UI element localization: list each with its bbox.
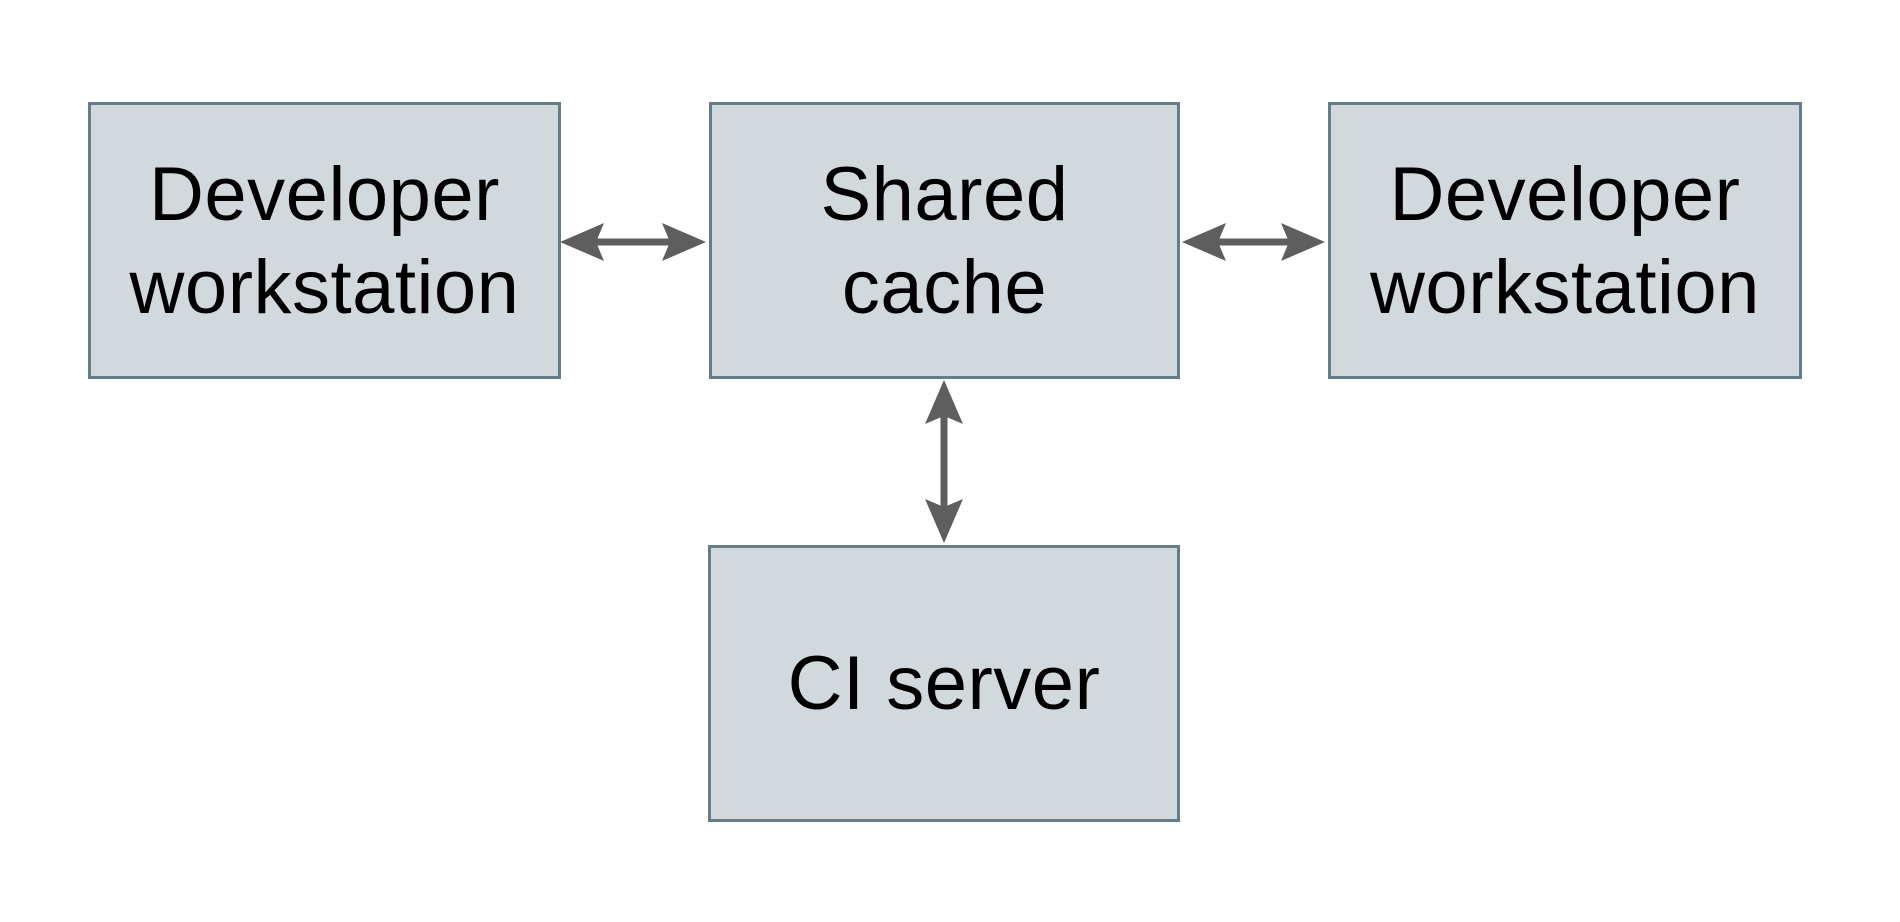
node-ci-server: CI server <box>708 545 1180 822</box>
bidirectional-arrow-icon-left <box>560 223 706 261</box>
node-developer-workstation-right-label: Developer workstation <box>1370 151 1760 330</box>
node-developer-workstation-left-label: Developer workstation <box>129 151 520 330</box>
node-shared-cache-label: Shared cache <box>820 151 1069 330</box>
node-shared-cache: Shared cache <box>709 102 1180 379</box>
bidirectional-arrow-icon-right <box>1182 223 1325 261</box>
node-developer-workstation-right: Developer workstation <box>1328 102 1802 379</box>
node-developer-workstation-left: Developer workstation <box>88 102 561 379</box>
node-ci-server-label: CI server <box>787 641 1101 726</box>
bidirectional-arrow-icon-vertical <box>925 380 963 543</box>
